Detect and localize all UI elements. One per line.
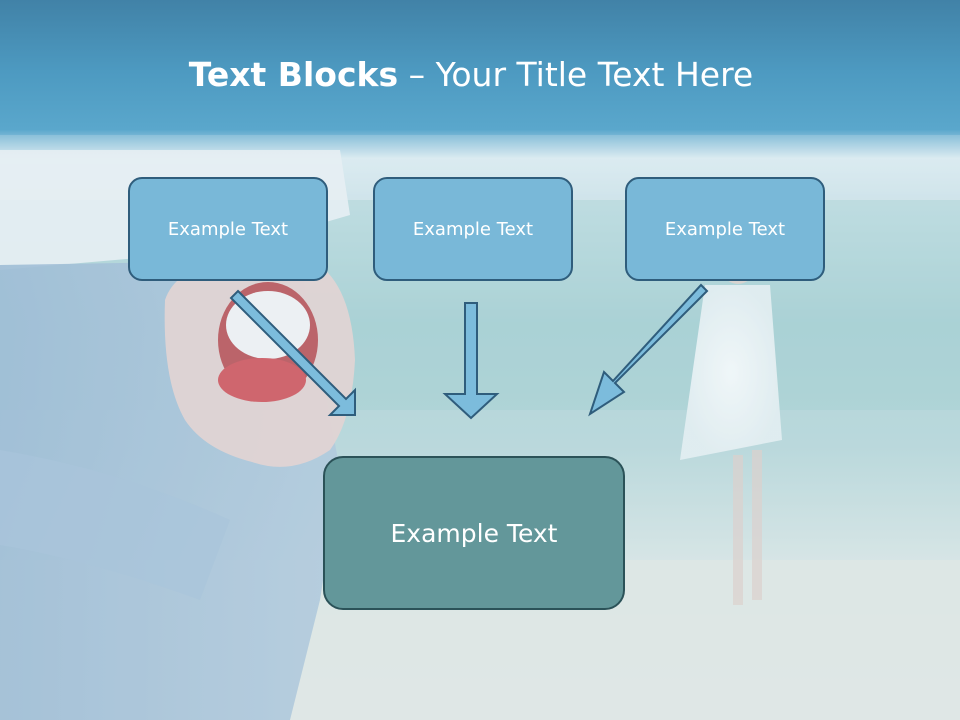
- arrow-down-right-icon: [229, 289, 356, 416]
- slide-title: Text Blocks – Your Title Text Here: [0, 52, 942, 98]
- title-bold: Text Blocks: [188, 55, 399, 94]
- arrow-down-icon: [442, 302, 500, 420]
- text-block-left[interactable]: Example Text: [128, 177, 328, 281]
- text-block-right[interactable]: Example Text: [625, 177, 825, 281]
- title-dash: –: [398, 55, 436, 94]
- title-rest: Your Title Text Here: [435, 55, 754, 94]
- text-block-center[interactable]: Example Text: [373, 177, 573, 281]
- main-text-block[interactable]: Example Text: [323, 456, 625, 610]
- arrow-down-left-icon: [588, 283, 709, 417]
